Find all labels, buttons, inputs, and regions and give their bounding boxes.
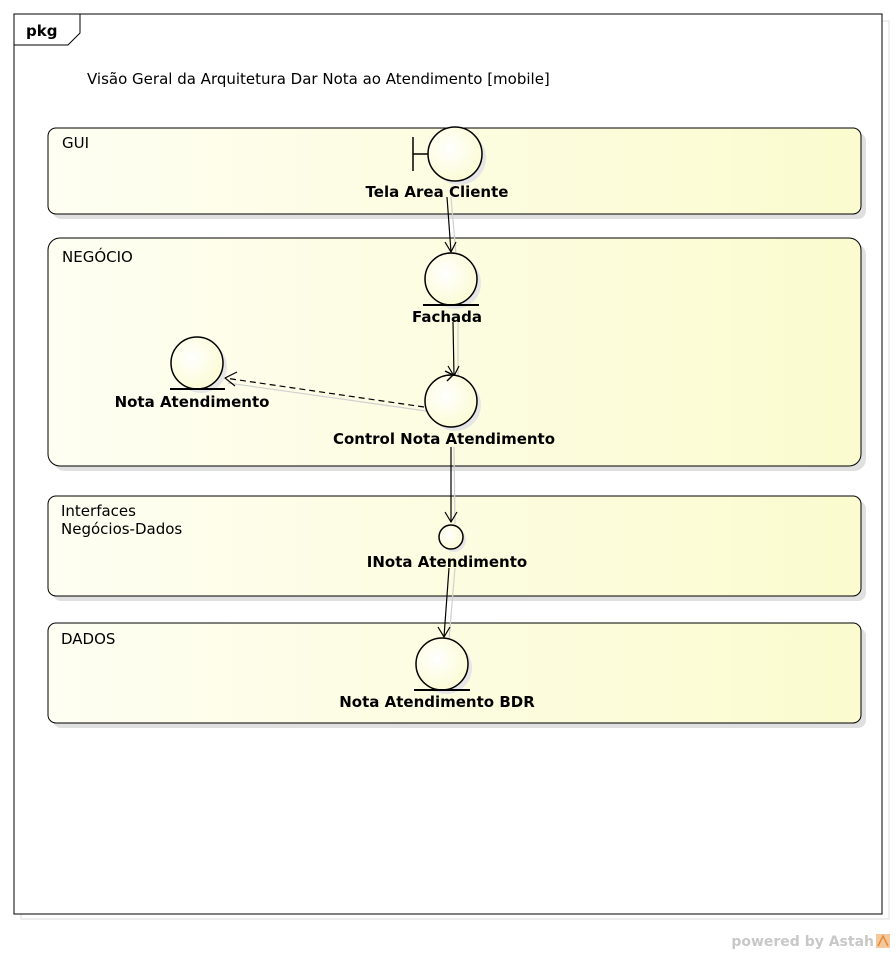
package-dados-label: DADOS: [61, 630, 115, 648]
arrowhead-inota-bdr: [437, 626, 451, 639]
powered-by-text: powered by Astah: [731, 934, 874, 950]
boundary-icon: [427, 126, 483, 182]
node-label: Control Nota Atendimento: [333, 430, 555, 448]
dependency-control-nota: [224, 377, 425, 408]
entity-icon: [424, 252, 478, 306]
diagram-title: Visão Geral da Arquitetura Dar Nota ao A…: [87, 70, 550, 88]
node-label: Nota Atendimento BDR: [339, 693, 535, 711]
node-label: Tela Area Cliente: [366, 183, 509, 201]
connectors: [223, 196, 460, 639]
node-label: Nota Atendimento: [115, 393, 270, 411]
connector-tela-fachada: [446, 196, 452, 253]
control-icon: [424, 374, 478, 428]
astah-watermark: powered by Astah: [731, 934, 890, 950]
arrowhead-tela-fachada: [444, 241, 457, 254]
entity-icon: [170, 336, 224, 390]
node-inota-atendimento[interactable]: INota Atendimento: [367, 524, 527, 571]
package-gui-label: GUI: [62, 134, 89, 152]
package-negocio-label: NEGÓCIO: [62, 247, 133, 266]
node-fachada[interactable]: Fachada: [412, 252, 482, 326]
node-control-nota-atendimento[interactable]: Control Nota Atendimento: [333, 370, 555, 448]
node-label: INota Atendimento: [367, 553, 527, 571]
node-tela-area-cliente[interactable]: Tela Area Cliente: [366, 126, 509, 201]
connector-inota-bdr: [443, 567, 450, 638]
package-interfaces-label-line2: Negócios-Dados: [61, 520, 182, 538]
frame-tab-label: pkg: [26, 22, 57, 40]
entity-icon: [415, 637, 469, 691]
package-interfaces-label-line1: Interfaces: [61, 502, 136, 520]
arrowhead-control-inota: [444, 511, 458, 524]
package-negocio[interactable]: NEGÓCIO: [47, 237, 866, 471]
node-nota-atendimento[interactable]: Nota Atendimento: [115, 336, 270, 411]
connector-fachada-control: [452, 321, 455, 377]
node-nota-atendimento-bdr[interactable]: Nota Atendimento BDR: [339, 637, 535, 711]
arrowhead-control-nota: [223, 371, 238, 387]
node-label: Fachada: [412, 308, 482, 326]
interface-icon: [438, 524, 464, 550]
